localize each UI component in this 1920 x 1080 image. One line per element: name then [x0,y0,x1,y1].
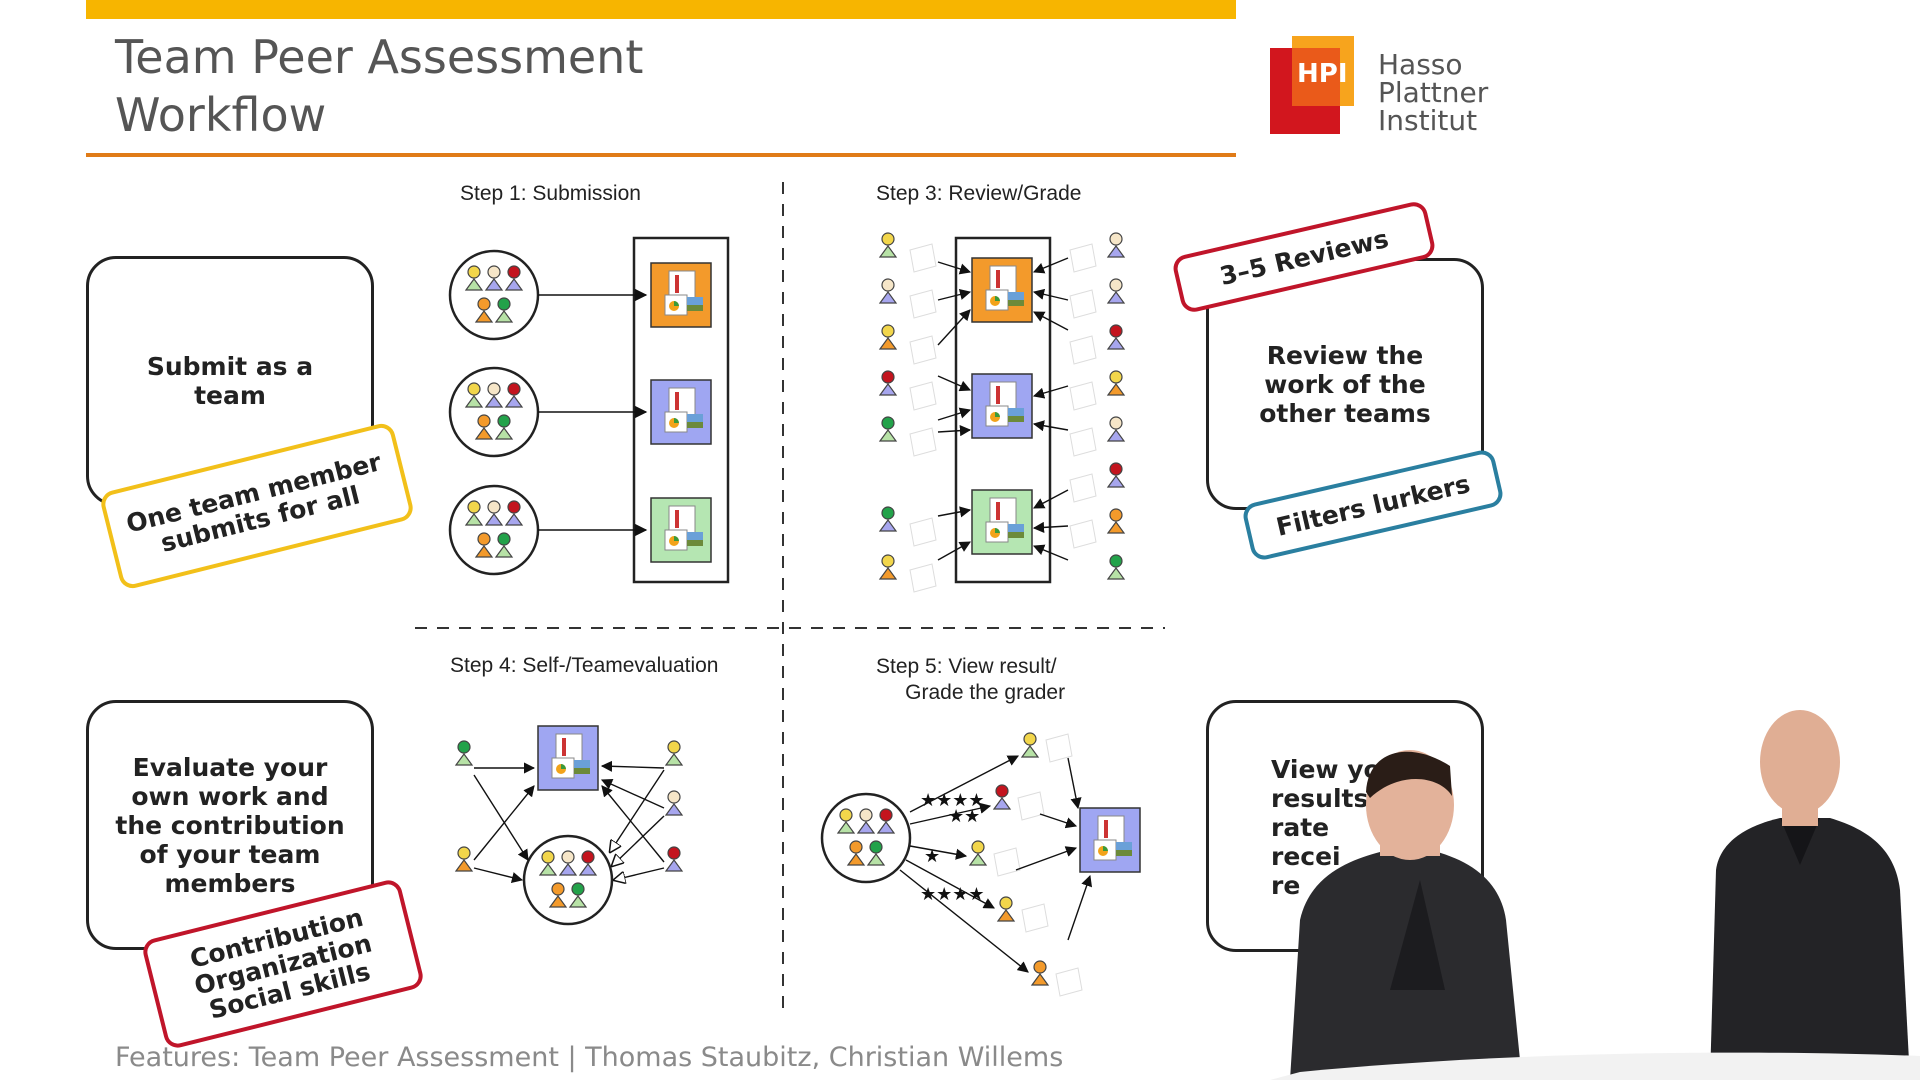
top-accent-bar [86,0,1236,19]
step3-label: Step 3: Review/Grade [876,182,1082,205]
hpi-logo-line2: Plattner [1378,76,1489,109]
step1-label: Step 1: Submission [460,182,641,205]
presenter-left [1290,750,1522,1080]
svg-text:★★★★: ★★★★ [920,790,985,811]
svg-text:★★: ★★ [948,806,980,827]
slide-title-line2: Workflow [115,88,327,142]
step3-diagram [879,232,1125,593]
step5-diagram: ★★★★ ★★ ★ ★★★★ [822,732,1141,997]
svg-text:★★★★: ★★★★ [920,884,985,905]
slide-title-line1: Team Peer Assessment [115,30,644,84]
step4-diagram [455,725,683,924]
step4-label: Step 4: Self-/Teamevaluation [450,654,719,677]
svg-text:★: ★ [924,846,940,867]
hpi-logo-line3: Institut [1378,104,1477,137]
slide-title: Team Peer Assessment Workflow [115,28,643,144]
presenter-right [1710,710,1910,1080]
presenters-video-overlay [1270,710,1920,1080]
hpi-logo: HPI Hasso Plattner Institut [1270,36,1489,137]
hpi-logo-badge: HPI [1297,59,1348,89]
step5-label: Step 5: View result/ Grade the grader [876,655,1066,704]
hpi-logo-line1: Hasso [1378,48,1463,81]
step1-diagram [450,236,730,584]
slide-footer: Features: Team Peer Assessment | Thomas … [115,1042,1064,1073]
title-underline [86,153,1236,157]
